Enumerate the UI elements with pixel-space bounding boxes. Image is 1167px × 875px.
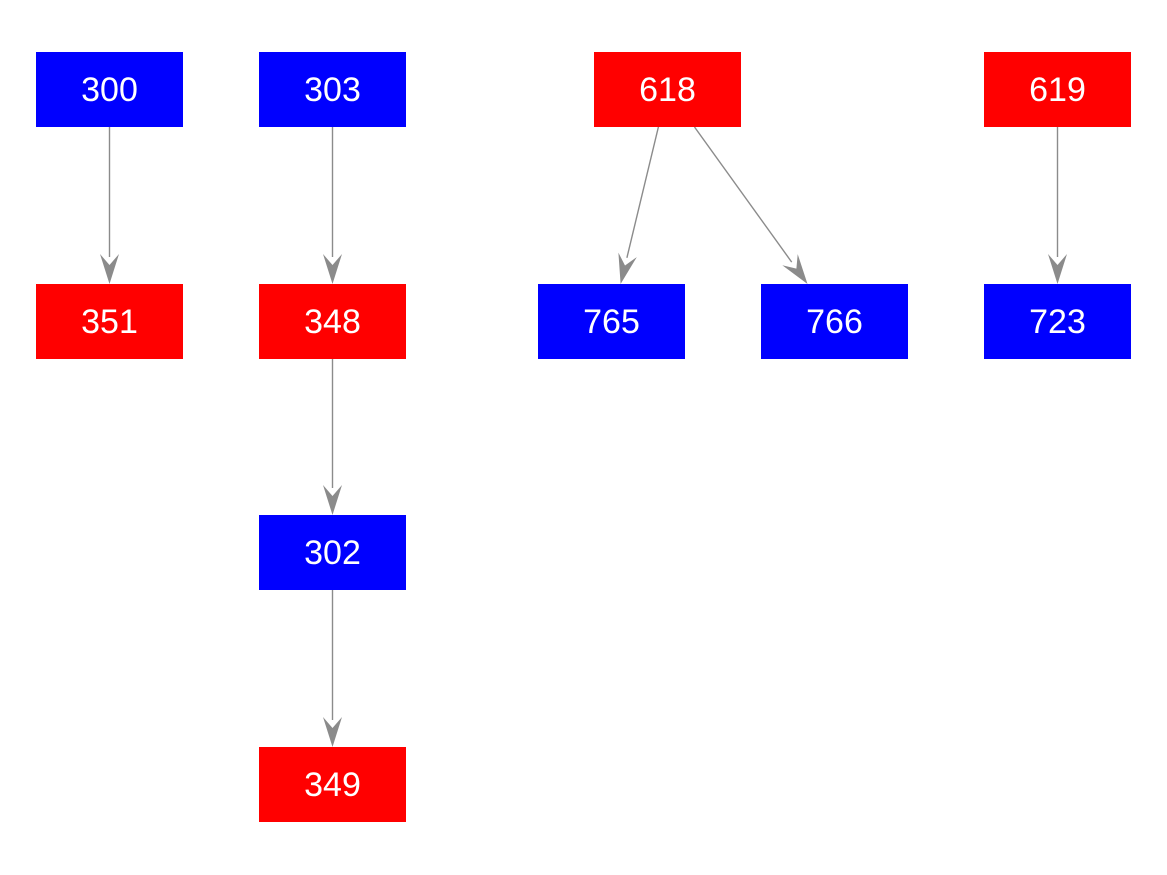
edge-arrowhead-300-351 <box>100 254 119 284</box>
edge-arrowhead-618-765 <box>618 252 637 284</box>
node-label: 348 <box>304 302 361 341</box>
node-label: 765 <box>583 302 640 341</box>
node-label: 723 <box>1029 302 1086 341</box>
graph-node-619: 619 <box>984 52 1131 127</box>
node-label: 302 <box>304 533 361 572</box>
graph-node-723: 723 <box>984 284 1131 359</box>
graph-node-348: 348 <box>259 284 406 359</box>
edge-arrowhead-302-349 <box>323 717 342 747</box>
node-label: 351 <box>81 302 138 341</box>
edge-arrowhead-618-766 <box>782 254 808 284</box>
graph-node-300: 300 <box>36 52 183 127</box>
graph-node-303: 303 <box>259 52 406 127</box>
edge-line-618-766 <box>693 126 793 263</box>
graph-node-349: 349 <box>259 747 406 822</box>
node-label: 618 <box>639 70 696 109</box>
edge-arrowhead-303-348 <box>323 254 342 284</box>
node-label: 303 <box>304 70 361 109</box>
edge-line-618-765 <box>626 126 660 258</box>
graph-node-302: 302 <box>259 515 406 590</box>
node-label: 349 <box>304 765 361 804</box>
edge-arrowhead-348-302 <box>323 485 342 515</box>
graph-node-765: 765 <box>538 284 685 359</box>
node-label: 766 <box>806 302 863 341</box>
node-label: 619 <box>1029 70 1086 109</box>
graph-node-618: 618 <box>594 52 741 127</box>
graph-node-351: 351 <box>36 284 183 359</box>
graph-node-766: 766 <box>761 284 908 359</box>
edge-arrowhead-619-723 <box>1048 254 1067 284</box>
node-label: 300 <box>81 70 138 109</box>
